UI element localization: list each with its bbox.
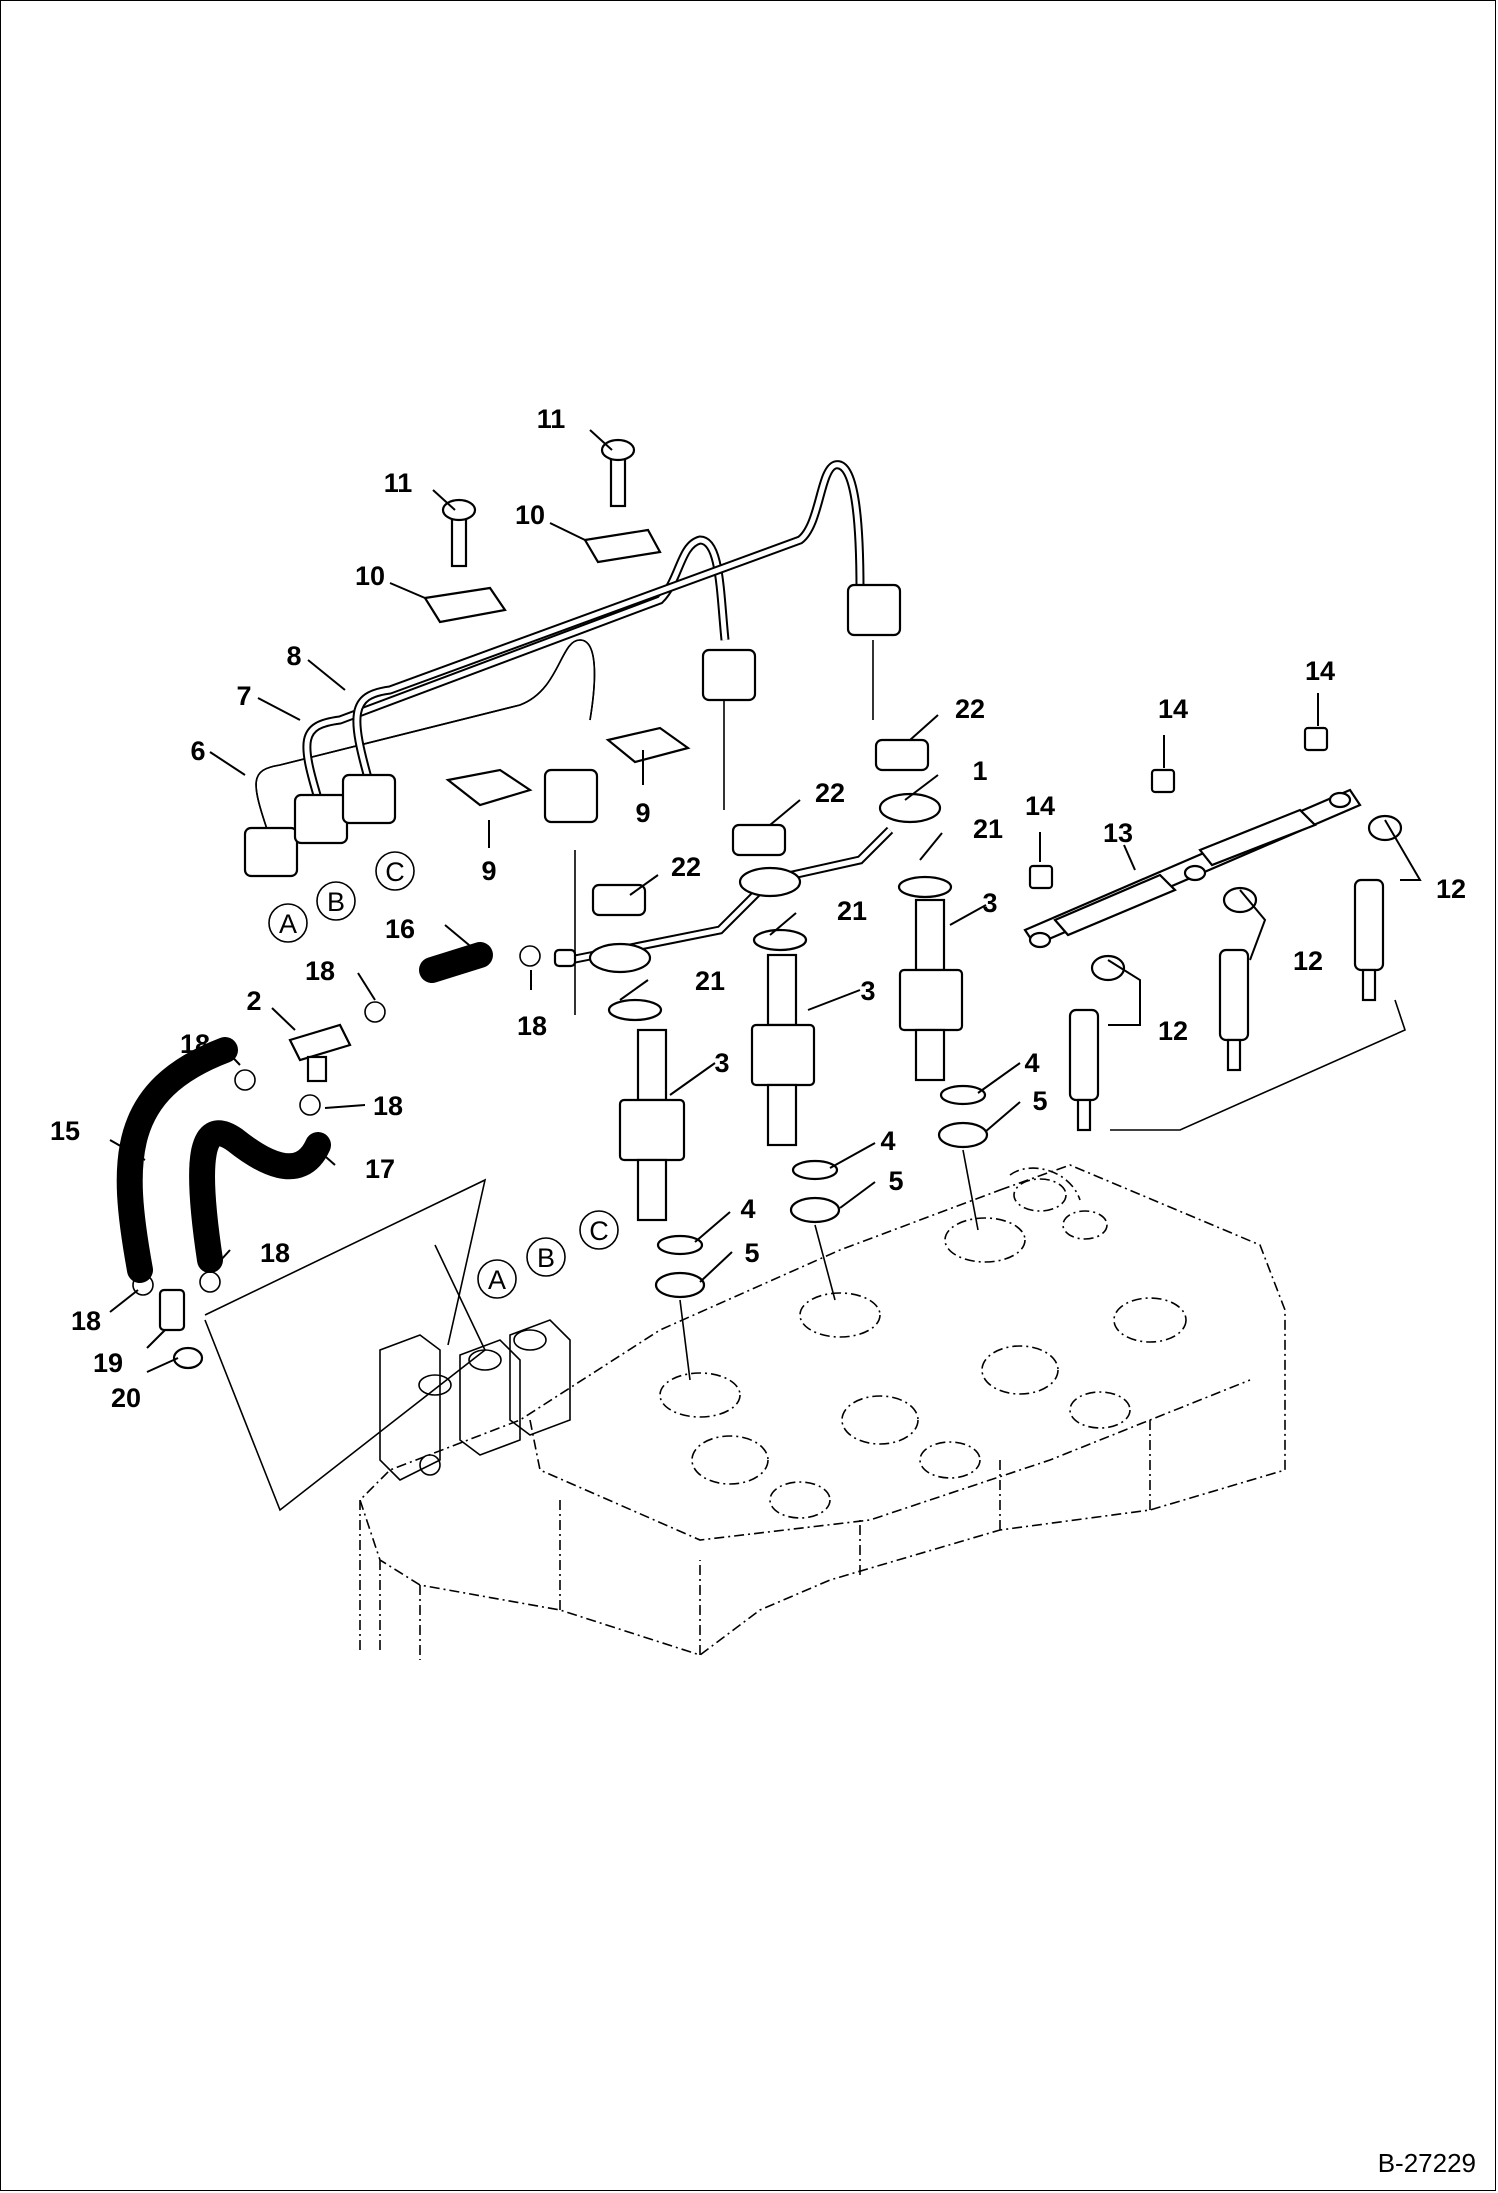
callout-labels: 1 2 3 3 3 4 4 4 5 5 5 6 7 8 9 9 10 10 11… — [50, 404, 1466, 1413]
marker-top-b: B — [316, 881, 356, 921]
callout-5: 5 — [744, 1238, 759, 1268]
callout-10: 10 — [355, 561, 385, 591]
callout-17: 17 — [365, 1154, 395, 1184]
callout-11: 11 — [537, 404, 566, 434]
cylinder-head — [359, 1164, 1286, 1660]
callout-18: 18 — [373, 1091, 403, 1121]
callout-12: 12 — [1293, 946, 1323, 976]
callout-9: 9 — [635, 798, 650, 828]
callout-13: 13 — [1103, 818, 1133, 848]
callout-8: 8 — [286, 641, 301, 671]
callout-20: 20 — [111, 1383, 141, 1413]
glow-plug-assembly — [1023, 726, 1406, 1132]
callout-21: 21 — [837, 896, 867, 926]
callout-21: 21 — [973, 814, 1003, 844]
svg-text:B: B — [327, 887, 345, 917]
callout-14: 14 — [1305, 656, 1335, 686]
callout-14: 14 — [1158, 694, 1188, 724]
svg-text:A: A — [279, 909, 297, 939]
callout-1: 1 — [972, 756, 987, 786]
callout-9: 9 — [481, 856, 496, 886]
callout-4: 4 — [1024, 1048, 1039, 1078]
callout-21: 21 — [695, 966, 725, 996]
callout-11: 11 — [384, 468, 413, 498]
callout-3: 3 — [860, 976, 875, 1006]
callout-12: 12 — [1436, 874, 1466, 904]
callout-5: 5 — [888, 1166, 903, 1196]
connection-markers: A B C A B C — [268, 851, 619, 1299]
callout-15: 15 — [50, 1116, 80, 1146]
callout-22: 22 — [671, 852, 701, 882]
callout-7: 7 — [236, 681, 251, 711]
callout-19: 19 — [93, 1348, 123, 1378]
marker-bottom-c: C — [579, 1210, 619, 1250]
callout-18: 18 — [305, 956, 335, 986]
callout-6: 6 — [190, 736, 205, 766]
marker-bottom-b: B — [526, 1237, 566, 1277]
marker-top-c: C — [375, 851, 415, 891]
callout-16: 16 — [385, 914, 415, 944]
callout-4: 4 — [880, 1126, 895, 1156]
callout-4: 4 — [740, 1194, 755, 1224]
injection-pipes — [243, 460, 902, 878]
callout-14: 14 — [1025, 791, 1055, 821]
callout-18: 18 — [517, 1011, 547, 1041]
callout-18: 18 — [260, 1238, 290, 1268]
callout-12: 12 — [1158, 1016, 1188, 1046]
svg-text:C: C — [589, 1216, 609, 1246]
callout-18: 18 — [71, 1306, 101, 1336]
callout-2: 2 — [246, 986, 261, 1016]
callout-3: 3 — [982, 888, 997, 918]
callout-22: 22 — [815, 778, 845, 808]
marker-top-a: A — [268, 903, 308, 943]
callout-5: 5 — [1032, 1086, 1047, 1116]
pipe-clamps — [423, 438, 691, 807]
document-id: B-27229 — [1377, 2148, 1476, 2178]
leak-off-pipe — [553, 792, 942, 974]
callout-10: 10 — [515, 500, 545, 530]
svg-text:B: B — [537, 1243, 555, 1273]
return-hoses — [116, 942, 541, 1512]
svg-text:A: A — [488, 1265, 506, 1295]
svg-text:C: C — [385, 857, 405, 887]
callout-18: 18 — [180, 1029, 210, 1059]
callout-3: 3 — [714, 1048, 729, 1078]
injectors — [574, 640, 989, 1381]
marker-bottom-a: A — [477, 1259, 517, 1299]
leader-lines — [109, 429, 1422, 1373]
callout-22: 22 — [955, 694, 985, 724]
